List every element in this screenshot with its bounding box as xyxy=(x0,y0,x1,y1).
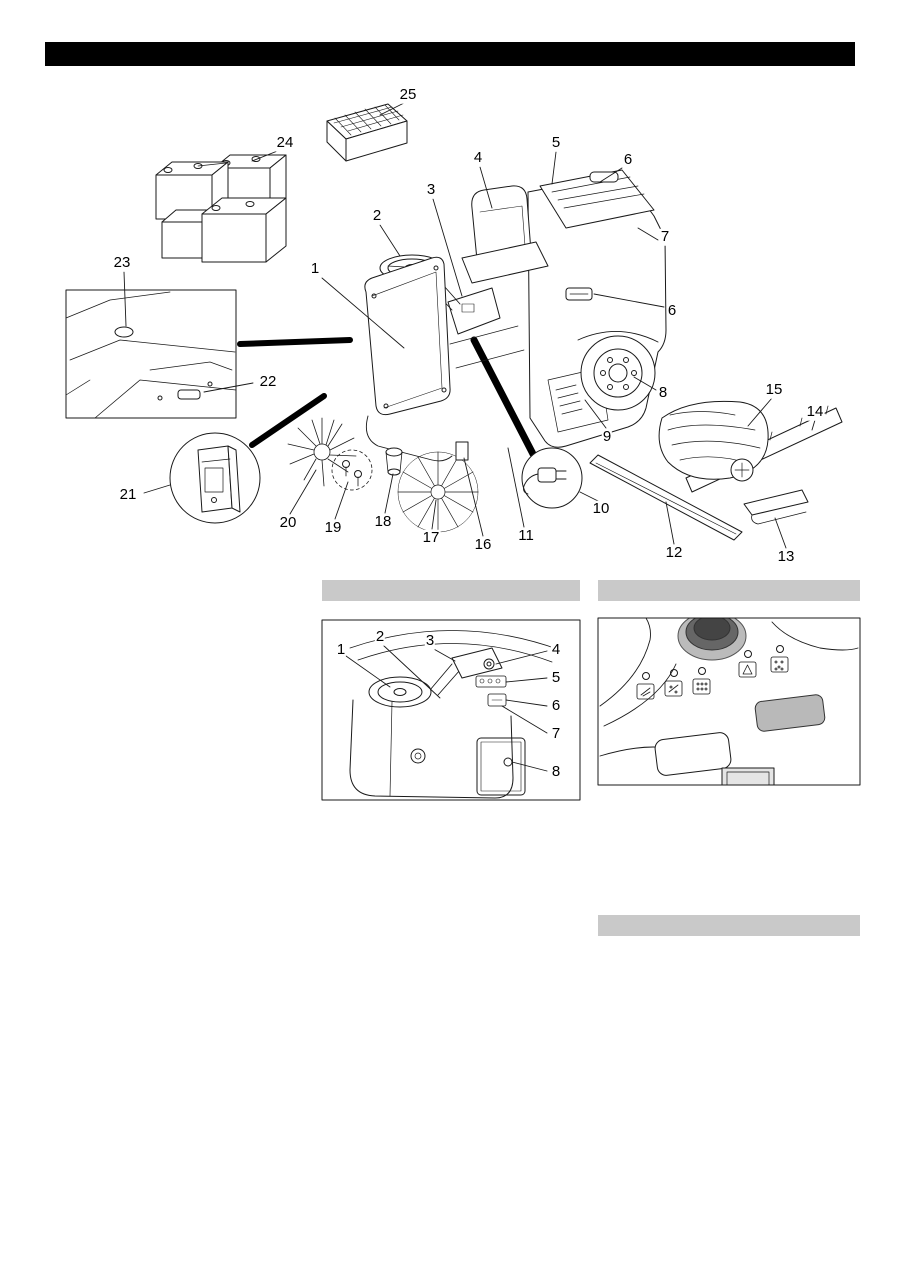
control-board-inset xyxy=(169,432,261,524)
batteries-illustration xyxy=(155,154,287,263)
left-panel-leader-lines xyxy=(345,644,548,772)
label-plate xyxy=(654,732,732,776)
air-filter-illustration xyxy=(326,103,408,162)
section-bar-operating-panel xyxy=(322,580,580,601)
display-window xyxy=(754,694,826,732)
control-panel-diagram xyxy=(597,617,861,786)
page-header-bar xyxy=(45,42,855,66)
lower-element xyxy=(721,767,775,785)
section-bar-control-panel xyxy=(598,580,860,601)
warning-triangle-icon xyxy=(742,664,753,675)
indicator-led-icons xyxy=(642,645,784,680)
operating-panel-diagram xyxy=(321,619,581,801)
charger-plug-inset xyxy=(521,447,583,509)
detail-inset-box xyxy=(65,289,237,419)
leader-lines xyxy=(123,102,816,549)
switch-symbol-icons xyxy=(636,656,789,700)
section-bar-lower xyxy=(598,915,860,936)
sweeper-machine-illustration xyxy=(287,169,667,533)
sealing-strips-illustration xyxy=(589,400,843,541)
pointer-arrows xyxy=(237,336,537,458)
